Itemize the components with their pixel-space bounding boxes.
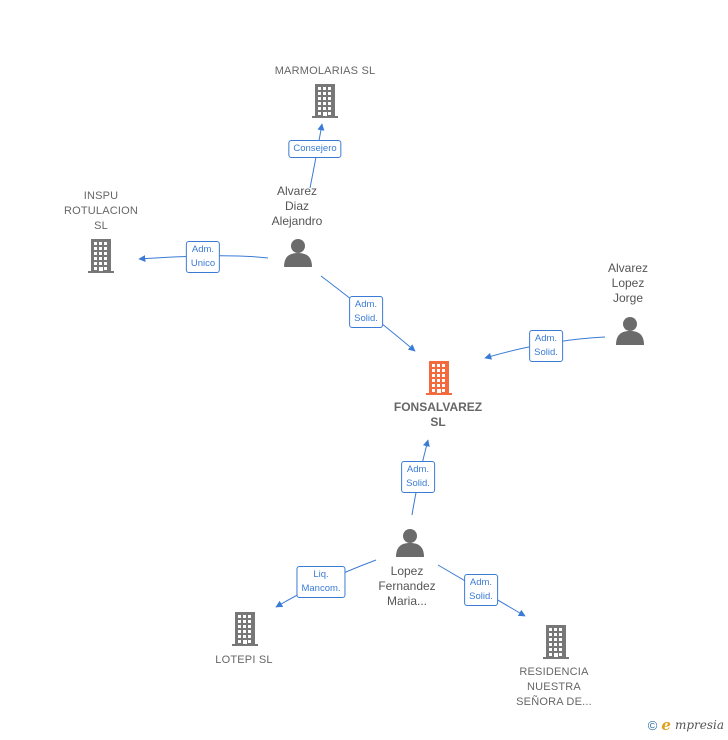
edge-label-line: Adm. <box>354 299 378 310</box>
edge-label-line: Consejero <box>293 143 337 154</box>
edge-label-line: Liq. <box>313 569 329 580</box>
edge-label-line: Adm. <box>534 333 558 344</box>
person-icon[interactable] <box>396 529 424 557</box>
building-icon[interactable] <box>426 361 452 395</box>
brand-logo-name: mpresia <box>674 718 724 732</box>
edge-label-line: Solid. <box>406 478 430 489</box>
person-icon[interactable] <box>616 317 644 345</box>
node-label-lotepi[interactable]: LOTEPI SL <box>215 653 272 668</box>
node-label-line: Maria... <box>386 594 427 608</box>
edge-label-e5[interactable]: Adm. Solid. <box>401 461 435 493</box>
person-icon[interactable] <box>284 239 312 267</box>
node-label-line: Jorge <box>612 291 644 305</box>
node-label-line: INSPU <box>83 190 119 202</box>
node-label-line: SL <box>94 220 108 232</box>
node-label-line: Lopez <box>390 564 424 578</box>
node-label-line: ROTULACION <box>63 205 139 217</box>
node-label-marmolarias[interactable]: MARMOLARIAS SL <box>275 64 376 79</box>
node-label-line: SEÑORA DE... <box>516 696 592 708</box>
building-icon[interactable] <box>543 625 569 659</box>
edges-layer <box>138 123 606 617</box>
brand-logo-initial: e <box>661 716 671 734</box>
node-label-line: Lopez <box>611 276 645 290</box>
node-label-line: Alvarez <box>607 261 649 275</box>
node-label-line: Diaz <box>284 199 310 213</box>
node-label-line: FONSALVAREZ <box>393 400 483 414</box>
building-icon[interactable] <box>88 239 114 273</box>
node-label-residencia[interactable]: RESIDENCIA NUESTRA SEÑORA DE... <box>516 665 592 710</box>
node-label-line: LOTEPI SL <box>215 654 273 666</box>
edge-label-line: Unico <box>190 258 216 269</box>
edge-label-e4[interactable]: Adm. Solid. <box>529 330 563 362</box>
edge-label-e6[interactable]: Liq. Mancom. <box>296 566 346 598</box>
edge-label-e2[interactable]: Adm. Unico <box>185 241 221 273</box>
edge-label-e3[interactable]: Adm. Solid. <box>349 296 383 328</box>
node-label-line: SL <box>430 415 446 429</box>
node-label-line: RESIDENCIA <box>519 666 589 678</box>
building-icon[interactable] <box>312 84 338 118</box>
edge-label-line: Solid. <box>534 347 558 358</box>
building-icon[interactable] <box>232 612 258 646</box>
edge-label-line: Solid. <box>469 591 493 602</box>
edge-label-e1[interactable]: Consejero <box>288 140 342 158</box>
icons-layer <box>88 84 644 659</box>
copyright-icon: © <box>647 717 658 733</box>
node-label-line: Fernandez <box>378 579 436 593</box>
node-label-line: Alejandro <box>271 214 323 228</box>
node-label-line: MARMOLARIAS SL <box>274 65 376 77</box>
node-label-inspu[interactable]: INSPU ROTULACION SL <box>64 189 138 234</box>
edge-label-line: Adm. <box>191 244 215 255</box>
edge-label-line: Mancom. <box>301 583 341 594</box>
edge-label-e7[interactable]: Adm. Solid. <box>464 574 498 606</box>
edge-label-line: Adm. <box>406 464 430 475</box>
edge-label-line: Adm. <box>469 577 493 588</box>
node-label-line: NUESTRA <box>527 681 581 693</box>
edge-label-line: Solid. <box>354 313 378 324</box>
node-label-line: Alvarez <box>276 184 318 198</box>
